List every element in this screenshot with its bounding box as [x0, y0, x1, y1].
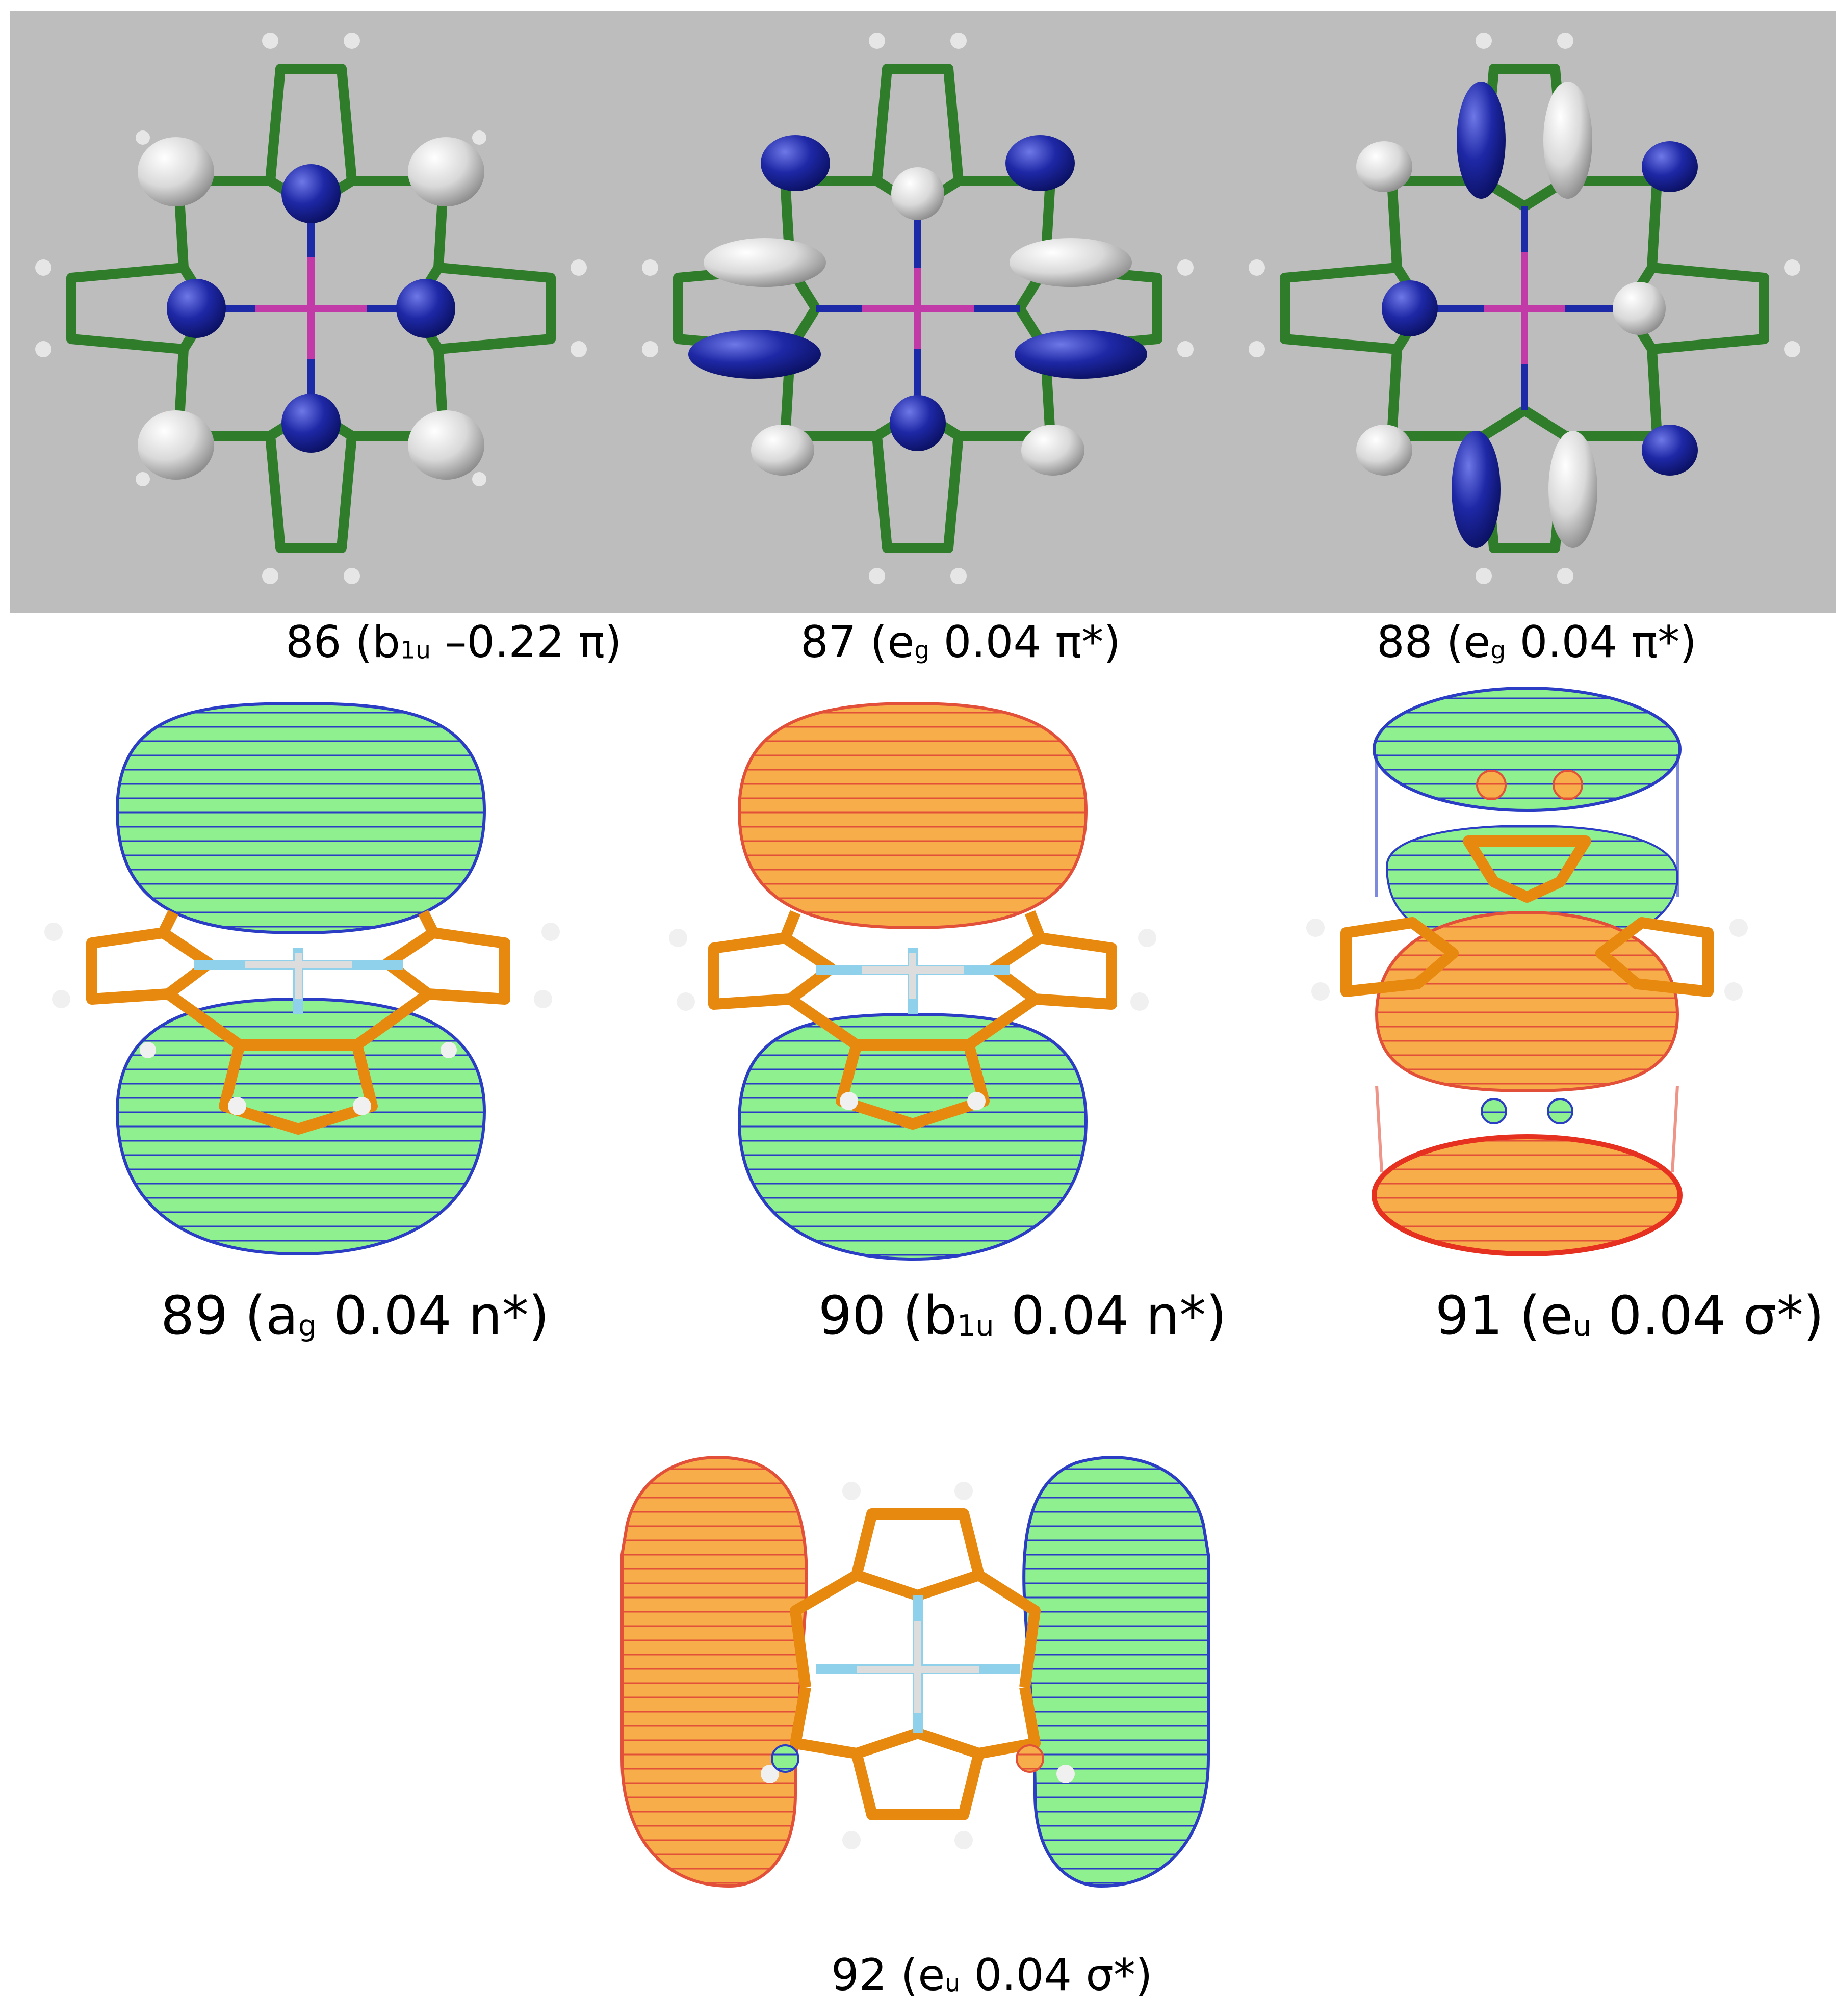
orbital-91-render: [1306, 687, 1748, 1256]
caption-orbital-89: 89 (ag 0.04 n*): [161, 1285, 550, 1347]
orbital-92-render: [620, 1456, 1210, 1888]
orbital-88-render: [1249, 33, 1800, 584]
orbital-90-render: [669, 701, 1156, 1261]
caption-orbital-88: 88 (eg 0.04 π*): [1377, 617, 1697, 668]
orbital-87-render: [642, 33, 1194, 584]
caption-orbital-91: 91 (eu 0.04 σ*): [1435, 1285, 1824, 1347]
orbital-89-render: [44, 701, 560, 1256]
caption-orbital-90: 90 (b1u 0.04 n*): [818, 1285, 1227, 1347]
caption-orbital-87: 87 (eg 0.04 π*): [800, 617, 1121, 668]
caption-orbital-86: 86 (b1u –0.22 π): [286, 617, 622, 668]
caption-orbital-92: 92 (eu 0.04 σ*): [831, 1950, 1153, 2001]
orbital-86-render: [35, 33, 587, 584]
